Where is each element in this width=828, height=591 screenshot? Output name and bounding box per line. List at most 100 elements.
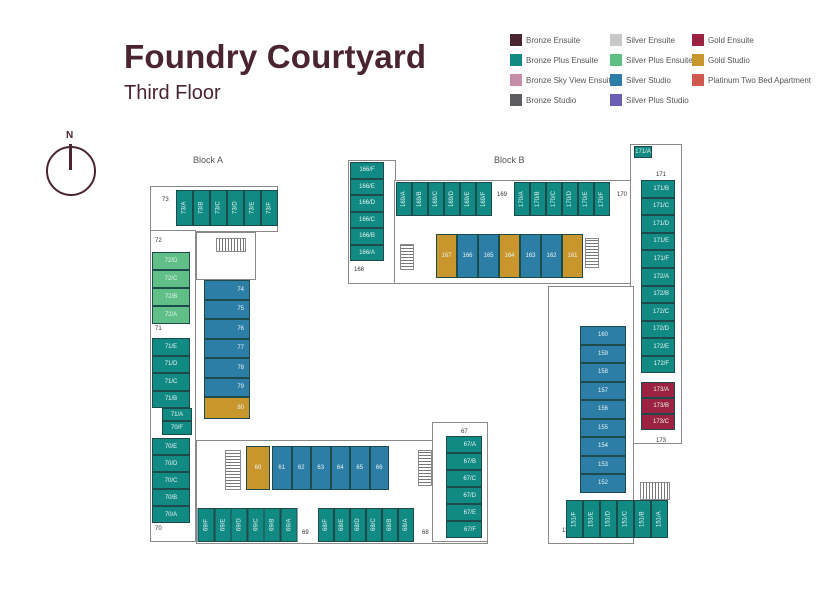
room-unit[interactable]: 172/D — [641, 320, 675, 338]
room-unit[interactable]: 170/B — [530, 182, 546, 216]
room-unit[interactable]: 165 — [478, 234, 499, 278]
room-unit[interactable]: 75 — [204, 299, 250, 319]
room-unit[interactable]: 169/B — [412, 182, 428, 216]
room-unit[interactable]: 169/C — [428, 182, 444, 216]
room-unit[interactable]: 67/E — [446, 504, 482, 521]
room-unit[interactable]: 74 — [204, 280, 250, 300]
room-unit[interactable]: 156 — [580, 400, 626, 419]
room-unit[interactable]: 62 — [291, 446, 311, 490]
room-unit[interactable]: 166/C — [350, 211, 384, 228]
room-unit[interactable]: 70/D — [152, 455, 190, 472]
room-unit[interactable]: 68/E — [334, 508, 350, 542]
room-unit[interactable]: 166 — [457, 234, 478, 278]
room-unit[interactable]: 70/F — [162, 421, 192, 435]
room-unit[interactable]: 153 — [580, 455, 626, 474]
room-unit[interactable]: 79 — [204, 377, 250, 397]
room-unit[interactable]: 166/D — [350, 195, 384, 212]
room-unit[interactable]: 152 — [580, 474, 626, 493]
room-unit[interactable]: 68/C — [366, 508, 382, 542]
room-unit[interactable]: 71/C — [152, 373, 190, 391]
room-unit[interactable]: 71/B — [152, 390, 190, 408]
room-unit[interactable]: 63 — [311, 446, 331, 490]
room-unit[interactable]: 170/E — [578, 182, 594, 216]
room-unit[interactable]: 166/B — [350, 228, 384, 245]
room-unit[interactable]: 68/B — [382, 508, 398, 542]
room-unit[interactable]: 171/F — [641, 250, 675, 268]
room-unit[interactable]: 67/C — [446, 470, 482, 487]
room-unit[interactable]: 80 — [204, 397, 250, 419]
room-unit[interactable]: 73/A — [176, 190, 193, 226]
room-unit[interactable]: 73/E — [244, 190, 261, 226]
room-unit[interactable]: 166/F — [350, 162, 384, 179]
room-unit[interactable]: 64 — [330, 446, 350, 490]
room-unit[interactable]: 72/C — [152, 270, 190, 288]
room-unit[interactable]: 169/D — [444, 182, 460, 216]
room-unit[interactable]: 172/C — [641, 303, 675, 321]
room-unit[interactable]: 73/D — [227, 190, 244, 226]
room-unit[interactable]: 71/A — [162, 408, 192, 421]
room-unit[interactable]: 166/A — [350, 244, 384, 261]
room-unit[interactable]: 170/C — [546, 182, 562, 216]
room-unit[interactable]: 73/C — [210, 190, 227, 226]
room-unit[interactable]: 61 — [272, 446, 292, 490]
room-unit[interactable]: 69/D — [231, 508, 248, 542]
room-unit[interactable]: 151/E — [583, 500, 600, 538]
room-unit[interactable]: 71/E — [152, 338, 190, 356]
room-unit[interactable]: 173/A — [641, 382, 675, 398]
room-unit[interactable]: 65 — [350, 446, 370, 490]
room-unit[interactable]: 67/A — [446, 436, 482, 453]
room-unit[interactable]: 71/D — [152, 355, 190, 373]
room-unit[interactable]: 151/F — [566, 500, 583, 538]
room-unit[interactable]: 68/F — [318, 508, 334, 542]
room-unit[interactable]: 60 — [246, 446, 270, 490]
room-unit[interactable]: 68/A — [398, 508, 414, 542]
room-unit[interactable]: 77 — [204, 338, 250, 358]
room-unit[interactable]: 67/F — [446, 521, 482, 538]
room-unit[interactable]: 151/D — [600, 500, 617, 538]
room-unit[interactable]: 157 — [580, 381, 626, 400]
room-unit[interactable]: 170/D — [562, 182, 578, 216]
room-unit[interactable]: 73/F — [261, 190, 278, 226]
room-unit[interactable]: 159 — [580, 344, 626, 363]
room-unit[interactable]: 170/F — [594, 182, 610, 216]
room-unit[interactable]: 67/B — [446, 453, 482, 470]
room-unit[interactable]: 171/E — [641, 232, 675, 250]
room-unit[interactable]: 173/C — [641, 414, 675, 430]
room-unit[interactable]: 172/B — [641, 285, 675, 303]
room-unit[interactable]: 70/B — [152, 489, 190, 506]
room-unit[interactable]: 72/A — [152, 306, 190, 324]
room-unit[interactable]: 69/E — [214, 508, 231, 542]
room-unit[interactable]: 171/C — [641, 197, 675, 215]
room-unit[interactable]: 167 — [436, 234, 457, 278]
room-unit[interactable]: 169/F — [476, 182, 492, 216]
room-unit[interactable]: 172/A — [641, 268, 675, 286]
room-unit[interactable]: 78 — [204, 358, 250, 378]
room-unit[interactable]: 162 — [541, 234, 562, 278]
room-unit[interactable]: 151/B — [634, 500, 651, 538]
room-unit[interactable]: 170/A — [514, 182, 530, 216]
room-unit[interactable]: 172/E — [641, 338, 675, 356]
room-unit[interactable]: 169/A — [396, 182, 412, 216]
room-unit[interactable]: 72/B — [152, 288, 190, 306]
room-unit[interactable]: 68/D — [350, 508, 366, 542]
room-unit[interactable]: 76 — [204, 319, 250, 339]
room-unit[interactable]: 151/C — [617, 500, 634, 538]
room-unit[interactable]: 158 — [580, 363, 626, 382]
room-unit[interactable]: 171/D — [641, 215, 675, 233]
room-unit[interactable]: 173/B — [641, 398, 675, 414]
room-unit[interactable]: 69/B — [264, 508, 281, 542]
room-unit[interactable]: 169/E — [460, 182, 476, 216]
room-unit[interactable]: 155 — [580, 418, 626, 437]
room-unit[interactable]: 70/A — [152, 506, 190, 523]
room-unit[interactable]: 70/C — [152, 472, 190, 489]
room-unit[interactable]: 160 — [580, 326, 626, 345]
room-unit[interactable]: 70/E — [152, 438, 190, 455]
room-unit[interactable]: 72/D — [152, 252, 190, 270]
room-unit[interactable]: 69/C — [247, 508, 264, 542]
room-unit[interactable]: 166/E — [350, 178, 384, 195]
room-unit[interactable]: 151/A — [651, 500, 668, 538]
room-unit[interactable]: 161 — [562, 234, 583, 278]
room-unit[interactable]: 171/B — [641, 180, 675, 198]
room-unit[interactable]: 163 — [520, 234, 541, 278]
room-unit[interactable]: 154 — [580, 437, 626, 456]
